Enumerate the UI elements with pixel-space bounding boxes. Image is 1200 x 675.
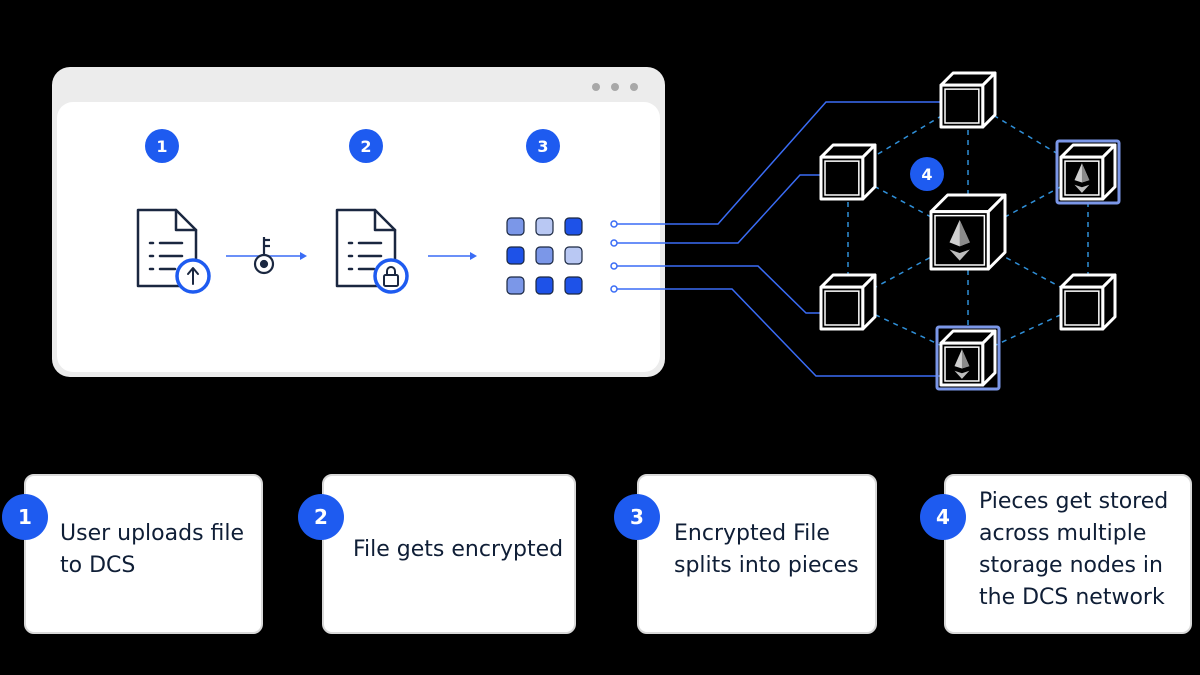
window-dot-icon — [611, 83, 619, 91]
key-icon — [253, 237, 275, 275]
piece — [535, 276, 554, 295]
svg-text:4: 4 — [921, 165, 932, 184]
step-text-line: to DCS — [60, 553, 136, 578]
ethereum-icon — [949, 219, 970, 261]
arrow-to-split — [428, 252, 477, 260]
piece — [506, 246, 525, 265]
node-cube-icon — [819, 273, 877, 331]
step-card-2 — [322, 474, 576, 634]
piece — [535, 217, 554, 236]
piece — [506, 276, 525, 295]
step-badge-2: 2 — [298, 494, 344, 540]
piece — [564, 246, 583, 265]
file-lock-icon — [335, 208, 409, 294]
svg-text:2: 2 — [360, 137, 371, 156]
window-dot-icon — [592, 83, 600, 91]
step-badge-1: 1 — [2, 494, 48, 540]
step-text-line: Pieces get stored — [979, 489, 1169, 514]
step-text-line: User uploads file — [60, 521, 245, 546]
step-text-3: Encrypted File splits into pieces — [674, 518, 859, 582]
browser-window — [52, 67, 665, 377]
step-card-1 — [24, 474, 263, 634]
step-text-1: User uploads file to DCS — [60, 518, 244, 582]
network-badge-4: 4 — [910, 157, 944, 191]
node-cube-icon — [1055, 139, 1121, 205]
piece — [535, 246, 554, 265]
window-badge-3: 3 — [526, 129, 560, 163]
step-text-line: File gets encrypted — [353, 537, 564, 562]
step-card-4 — [944, 474, 1192, 634]
ethereum-icon — [954, 349, 970, 379]
window-dot-icon — [630, 83, 638, 91]
step-badge-4: 4 — [920, 494, 966, 540]
piece — [564, 276, 583, 295]
step-card-3 — [637, 474, 877, 634]
step-text-4: Pieces get stored across multiple storag… — [979, 486, 1168, 614]
window-badge-1: 1 — [145, 129, 179, 163]
node-cube-icon — [935, 325, 1001, 391]
node-cube-icon — [1059, 273, 1117, 331]
svg-text:1: 1 — [156, 137, 167, 156]
pieces-grid-icon — [506, 217, 583, 295]
file-upload-icon — [136, 208, 211, 294]
node-cube-icon — [939, 71, 997, 129]
node-cube-icon — [929, 193, 1007, 271]
storage-nodes — [819, 71, 1121, 391]
step-text-2: File gets encrypted — [353, 534, 563, 566]
node-cube-icon — [819, 143, 877, 201]
piece-connectors — [610, 101, 942, 377]
step-text-line: storage nodes in — [979, 553, 1163, 578]
step-text-line: splits into pieces — [674, 553, 859, 578]
piece — [564, 217, 583, 236]
step-badge-3: 3 — [614, 494, 660, 540]
ethereum-icon — [1074, 163, 1090, 193]
step-text-line: across multiple — [979, 521, 1147, 546]
window-badge-2: 2 — [349, 129, 383, 163]
svg-text:3: 3 — [537, 137, 548, 156]
step-text-line: Encrypted File — [674, 521, 830, 546]
step-text-line: the DCS network — [979, 585, 1165, 610]
piece — [506, 217, 525, 236]
